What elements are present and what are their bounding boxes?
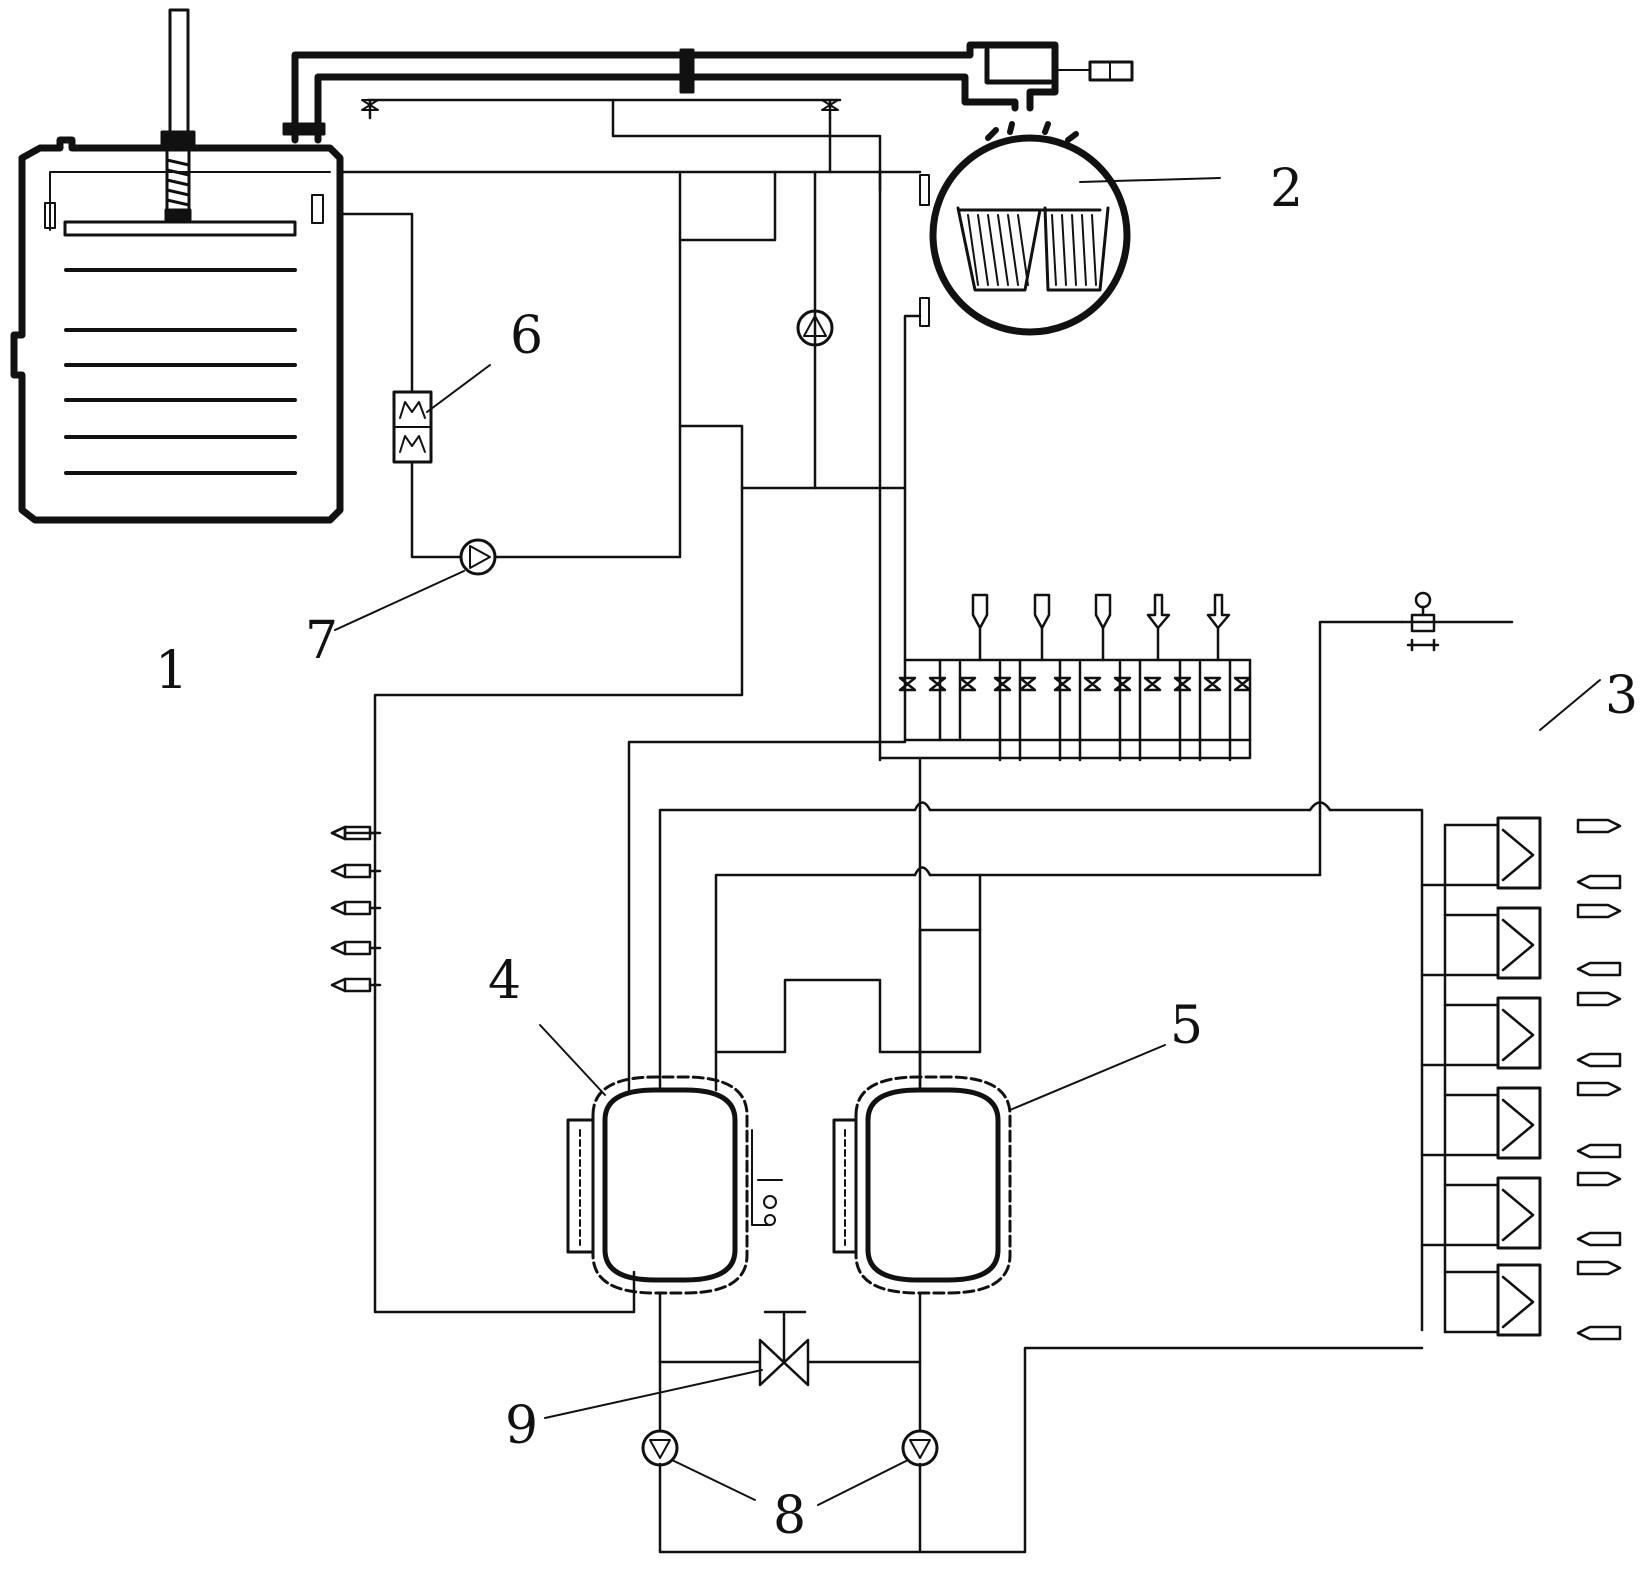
valve-manifold [880, 488, 1250, 760]
label-9: 9 [505, 1400, 538, 1452]
storage-tank-5 [834, 1045, 1165, 1293]
label-2: 2 [1270, 163, 1303, 215]
label-8: 8 [773, 1490, 806, 1542]
left-outlet-arrows [332, 827, 380, 991]
tank-1 [14, 10, 340, 520]
label-4: 4 [488, 955, 521, 1007]
relief-valves [362, 100, 838, 110]
collector-bank-3 [1422, 680, 1600, 1335]
heat-exchanger-2 [920, 124, 1220, 332]
label-5: 5 [1170, 1000, 1203, 1052]
label-3: 3 [1605, 670, 1638, 722]
filter-6 [394, 365, 490, 462]
inlet-arrows [973, 595, 1229, 660]
valve-9 [545, 1312, 808, 1418]
vapor-pipe [284, 45, 1132, 140]
bottom-piping [660, 1293, 920, 1430]
right-arrows [1578, 820, 1620, 1339]
pressure-valve [1320, 593, 1512, 875]
pump-7 [335, 540, 495, 630]
label-1: 1 [155, 645, 188, 697]
label-6: 6 [510, 310, 543, 362]
label-7: 7 [305, 615, 338, 667]
